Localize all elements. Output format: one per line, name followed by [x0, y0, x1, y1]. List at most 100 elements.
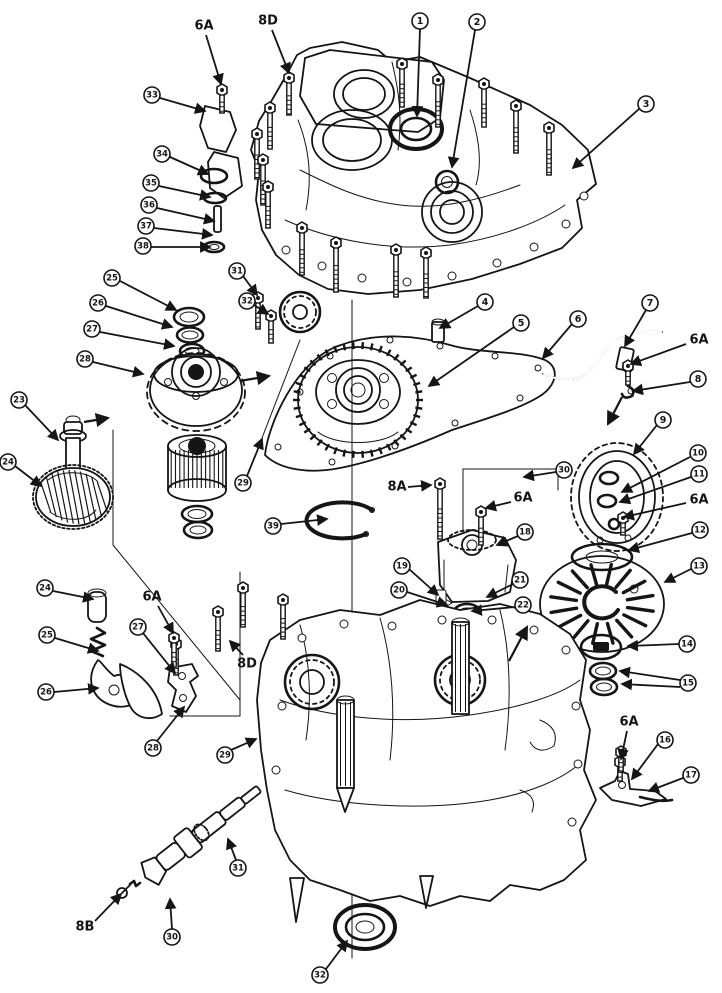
- direction-arrow: [607, 396, 623, 426]
- bolt: [296, 221, 308, 276]
- callout-27: 27: [83, 320, 176, 350]
- callout-letter: 8B: [76, 920, 95, 935]
- callout-number: 12: [694, 526, 706, 536]
- callout-24: 24: [36, 579, 95, 603]
- clutch-drum-assembly: [146, 306, 246, 540]
- callout-circle: [153, 145, 171, 163]
- bolt: [237, 581, 249, 628]
- bolt: [510, 99, 522, 154]
- callout-27: 27: [129, 618, 177, 675]
- callout-letter: 6A: [689, 333, 708, 348]
- callout-circle: [511, 571, 529, 589]
- callout-number: 1: [417, 16, 424, 27]
- callout-circle: [0, 453, 17, 471]
- callout-31: 31: [226, 837, 247, 877]
- callout-number: 28: [79, 355, 91, 365]
- callout-30: 30: [163, 897, 181, 946]
- callout-letter: 8D: [237, 657, 257, 672]
- callout-circle: [390, 581, 408, 599]
- bolt: [216, 83, 228, 114]
- callout-8B: 8B: [76, 892, 123, 935]
- callout-28: 28: [76, 350, 145, 378]
- callout-22: 22: [470, 596, 532, 616]
- callout-7: 7: [624, 294, 659, 348]
- splined-sleeve: [167, 434, 227, 502]
- callout-6A: 6A: [194, 19, 224, 86]
- callout-38: 38: [134, 237, 212, 255]
- callout-number: 34: [156, 150, 168, 160]
- bolt: [434, 477, 446, 540]
- callout-number: 32: [314, 971, 326, 981]
- upper-case-housing: [250, 41, 597, 295]
- callout-number: 11: [693, 470, 705, 480]
- callout-30: 30: [522, 461, 573, 482]
- callout-21: 21: [485, 571, 529, 598]
- callout-33: 33: [143, 86, 207, 114]
- callout-number: 38: [137, 242, 149, 252]
- callout-5: 5: [427, 314, 530, 388]
- callout-39: 39: [264, 514, 329, 535]
- callout-number: 15: [682, 679, 694, 689]
- callout-6A: 6A: [622, 493, 709, 521]
- bolt: [478, 77, 490, 128]
- final-driven-gear: [293, 342, 423, 458]
- callout-number: 36: [143, 201, 155, 211]
- callout-number: 21: [514, 576, 526, 586]
- callout-number: 13: [693, 562, 705, 572]
- reaction-plate-stack: [539, 542, 665, 697]
- callout-8A: 8A: [387, 480, 433, 495]
- callout-circle: [514, 596, 532, 614]
- callout-29: 29: [234, 437, 264, 492]
- callout-number: 30: [166, 933, 178, 943]
- callout-number: 37: [140, 222, 152, 232]
- callout-circle: [163, 928, 181, 946]
- callout-circle: [76, 350, 94, 368]
- callout-32: 32: [238, 292, 270, 315]
- callout-circle: [216, 746, 234, 764]
- callout-number: 39: [267, 522, 279, 532]
- callout-6A: 6A: [617, 715, 639, 761]
- callout-number: 22: [517, 601, 529, 611]
- callout-circle: [103, 269, 121, 287]
- bolt: [212, 605, 224, 652]
- callout-letter: 8D: [258, 14, 278, 29]
- snap-ring: [304, 500, 375, 541]
- callout-number: 8: [695, 374, 702, 385]
- dowel-pin-part4: [431, 318, 445, 343]
- callout-24: 24: [0, 453, 43, 488]
- callout-26: 26: [37, 683, 100, 701]
- callout-11: 11: [618, 465, 708, 505]
- callout-circle: [144, 739, 162, 757]
- callout-circle: [689, 370, 707, 388]
- callout-25: 25: [103, 269, 178, 311]
- callout-12: 12: [627, 521, 709, 554]
- callout-number: 28: [147, 744, 159, 754]
- callout-number: 32: [241, 297, 253, 307]
- callout-number: 27: [132, 623, 144, 633]
- callout-6A: 6A: [484, 491, 533, 512]
- callout-circle: [36, 579, 54, 597]
- callout-number: 16: [659, 736, 671, 746]
- callout-circle: [476, 293, 494, 311]
- callout-number: 9: [660, 415, 667, 426]
- callout-34: 34: [153, 145, 210, 176]
- callout-number: 24: [2, 458, 14, 468]
- callout-2: 2: [447, 13, 486, 169]
- callout-number: 31: [232, 864, 244, 874]
- callout-9: 9: [632, 411, 672, 456]
- callout-number: 4: [482, 297, 489, 308]
- callout-circle: [468, 13, 486, 31]
- callout-circle: [516, 523, 534, 541]
- callout-16: 16: [630, 731, 674, 781]
- callout-circle: [679, 674, 697, 692]
- callout-circle: [411, 12, 429, 30]
- callout-circle: [89, 294, 107, 312]
- callout-25: 25: [38, 626, 100, 654]
- callout-23: 23: [10, 391, 60, 442]
- callout-letter: 6A: [619, 715, 638, 730]
- callout-circle: [690, 465, 708, 483]
- detent-lever-cluster: [87, 588, 199, 720]
- callout-13: 13: [663, 557, 708, 583]
- speedometer-gear-assembly: [140, 785, 262, 886]
